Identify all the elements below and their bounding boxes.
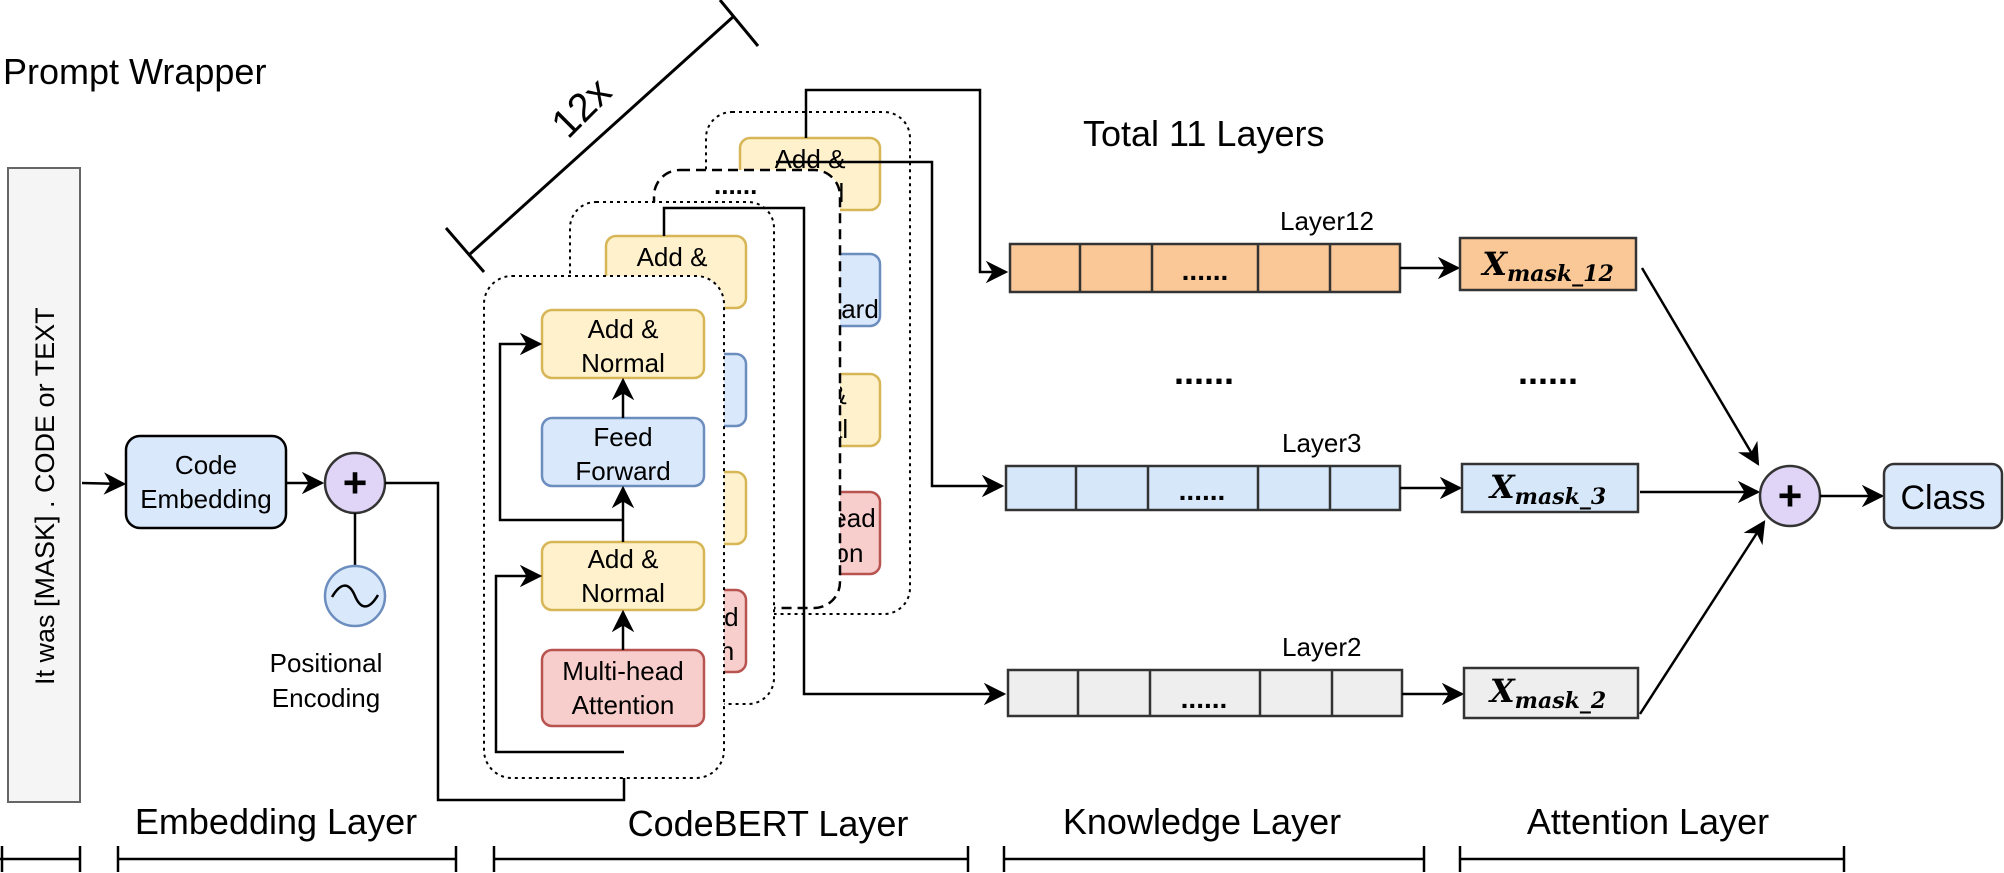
x-mask-3-label: Xmask_3 <box>1488 468 1606 510</box>
x-mask-2-label: Xmask_2 <box>1488 672 1606 714</box>
layer12-dots: ...... <box>1182 255 1229 286</box>
layer12-label: Layer12 <box>1280 206 1374 236</box>
code-embedding-line1: Code <box>175 450 237 480</box>
prompt-input-text: It was [MASK] . CODE or TEXT <box>30 307 60 685</box>
embedding-layer-label: Embedding Layer <box>135 801 417 842</box>
knowledge-ellipsis: ...... <box>1174 351 1234 392</box>
add-normal-bottom-line2: Normal <box>581 578 665 608</box>
attention-ellipsis: ...... <box>1518 351 1578 392</box>
attention-layer-label: Attention Layer <box>1527 801 1769 842</box>
total-layers-title: Total 11 Layers <box>1083 113 1324 154</box>
feed-forward-line2: Forward <box>575 456 670 486</box>
layer2-dots: ...... <box>1181 683 1228 714</box>
x-mask-12-label: Xmask_12 <box>1480 245 1614 287</box>
layer12-bar <box>1008 242 1402 294</box>
block4-ard-text: ard <box>841 294 879 324</box>
codebert-layer-label: CodeBERT Layer <box>628 803 909 844</box>
section-brackets <box>0 846 1846 872</box>
feed-forward-line1: Feed <box>593 422 652 452</box>
add-normal-top-line2: Normal <box>581 348 665 378</box>
layer2-label: Layer2 <box>1282 632 1362 662</box>
x-mask-2-box <box>1462 666 1640 720</box>
multi-head-attention-line2: Attention <box>572 690 675 720</box>
positional-encoding-line1: Positional <box>270 648 383 678</box>
codebert-internal-arrows <box>494 332 635 754</box>
positional-encoding-line2: Encoding <box>272 683 380 713</box>
codebert-to-knowledge-connectors <box>662 88 1009 706</box>
layer3-bar <box>1004 464 1402 512</box>
knowledge-layer-label: Knowledge Layer <box>1063 801 1341 842</box>
embedding-plus-icon: + <box>343 459 368 506</box>
class-label: Class <box>1900 479 1985 517</box>
x-mask-12-box <box>1458 236 1638 292</box>
layer3-label: Layer3 <box>1282 428 1362 458</box>
layer3-dots: ...... <box>1179 475 1226 506</box>
arrow-input-to-embedding <box>81 472 127 495</box>
block2-add-text: Add & <box>637 242 708 272</box>
block3-dots: ...... <box>714 170 757 200</box>
add-normal-top-line1: Add & <box>588 314 659 344</box>
knowledge-to-attention-arrows <box>1400 256 1465 706</box>
add-normal-bottom-line1: Add & <box>588 544 659 574</box>
x-mask-3-box <box>1460 462 1640 514</box>
sine-wave-icon <box>330 584 380 608</box>
class-box <box>1882 462 2004 530</box>
repeat-bracket <box>444 0 760 273</box>
multi-head-attention-line1: Multi-head <box>562 656 683 686</box>
repeat-label: 12x <box>543 70 620 147</box>
attention-to-plus-arrows <box>1638 267 1766 715</box>
prompt-input-bar <box>7 167 81 803</box>
attention-plus-icon: + <box>1778 472 1803 519</box>
prompt-wrapper-title: Prompt Wrapper <box>3 51 266 92</box>
code-embedding-line2: Embedding <box>140 484 272 514</box>
